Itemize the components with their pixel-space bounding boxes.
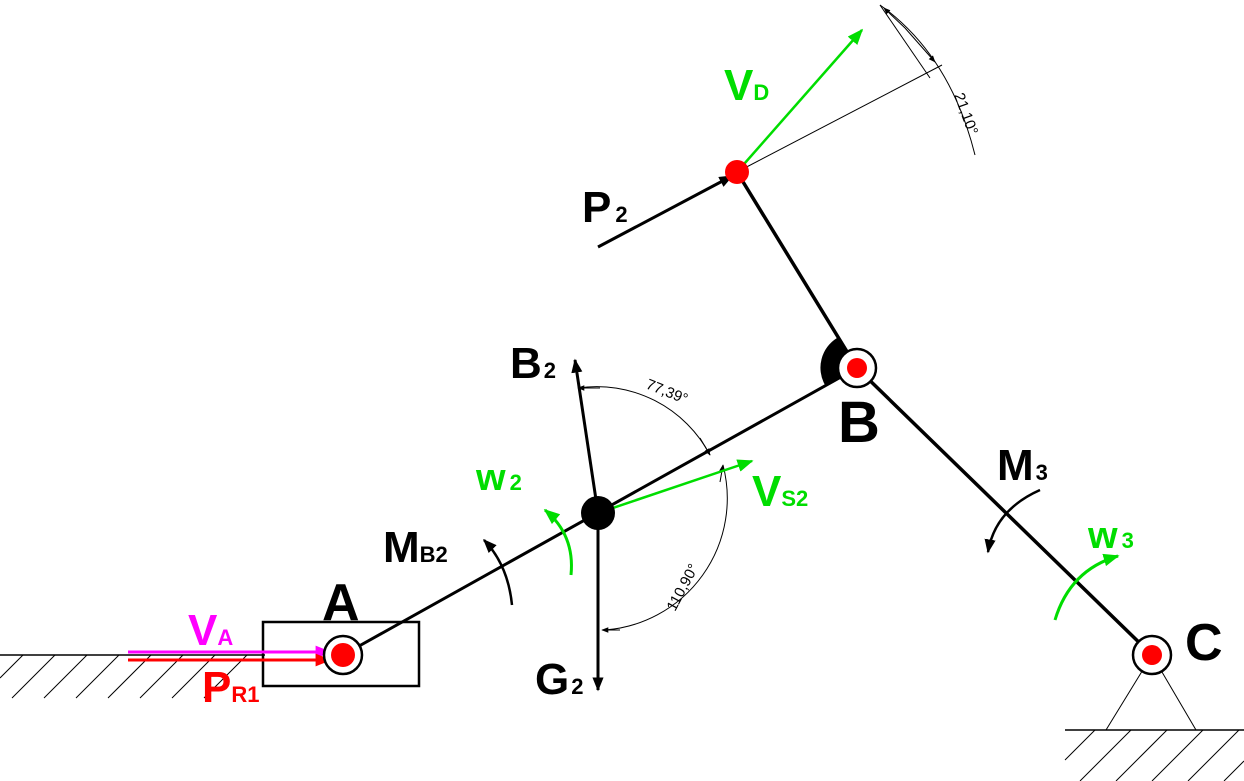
b2-vector — [571, 358, 600, 514]
w2-arc — [543, 508, 573, 576]
angle-arc-b2 — [577, 386, 711, 456]
joint-b — [836, 347, 878, 389]
m3-arc — [984, 488, 1041, 554]
label-b: B — [838, 390, 880, 455]
label-vd: VD — [724, 61, 769, 110]
label-a: A — [322, 574, 360, 632]
angle-label-vd: 21,10° — [950, 91, 981, 138]
joint-a — [322, 634, 364, 676]
extension-line-d — [879, 4, 931, 79]
mb2-arc — [483, 538, 514, 606]
angle-label-b2: 77,39° — [644, 376, 691, 408]
vs2-vector — [597, 459, 754, 515]
angle-arrow-b2-b — [699, 437, 711, 456]
label-b2: B2 — [510, 339, 556, 388]
reference-line-d — [736, 64, 943, 173]
vd-vector — [736, 28, 864, 173]
angle-arrow-d2 — [904, 27, 936, 63]
joint-c — [1131, 634, 1173, 676]
label-vs2: VS2 — [752, 467, 808, 516]
label-mb2: MB2 — [383, 523, 448, 572]
label-va: VA — [188, 606, 233, 655]
label-c: C — [1185, 614, 1223, 672]
angle-arrow-d1 — [883, 7, 906, 29]
angle-label-g2: 110,90° — [664, 561, 703, 614]
label-m3: M3 — [997, 441, 1048, 490]
ground-right — [1064, 729, 1244, 781]
joint-s2 — [581, 496, 615, 530]
slider-block — [261, 620, 421, 688]
point-d — [725, 160, 749, 184]
angle-arc-d — [879, 4, 976, 156]
p2-vector — [597, 174, 734, 249]
link-bd — [735, 171, 859, 369]
label-g2: G2 — [535, 655, 583, 704]
link-bc — [855, 366, 1154, 657]
label-pr1: PR1 — [202, 663, 259, 712]
angle-arrow-g2-a — [719, 464, 725, 483]
w3-arc — [1053, 553, 1120, 621]
angle-arc-g2 — [604, 464, 728, 631]
ground-left — [0, 654, 265, 699]
